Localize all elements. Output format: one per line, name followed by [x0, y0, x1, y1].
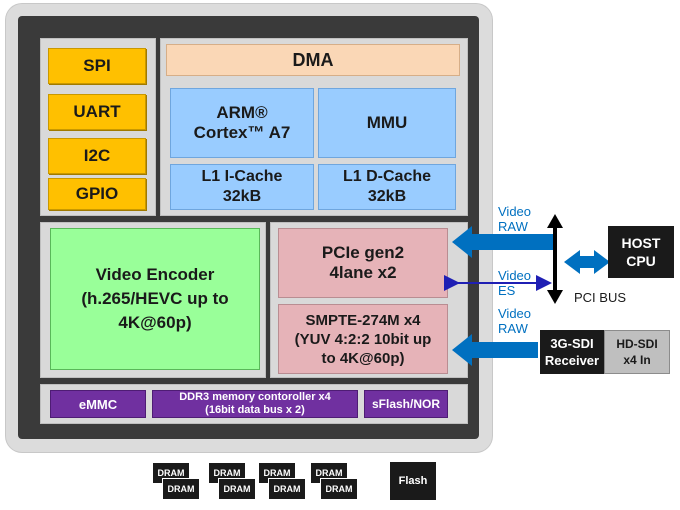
- dcache-line2: 32kB: [367, 188, 407, 205]
- cpu-line1: ARM®: [216, 103, 268, 122]
- gpio-block: GPIO: [48, 178, 146, 210]
- video-raw-bottom-line2: RAW: [498, 321, 528, 336]
- dram-chip: DRAM: [218, 478, 256, 500]
- encoder-line3: 4K@60p): [118, 313, 192, 332]
- i2c-block: I2C: [48, 138, 146, 174]
- dram-chip: DRAM: [320, 478, 358, 500]
- video-raw-bottom-arrow: [452, 334, 538, 366]
- mmu-block: MMU: [318, 88, 456, 158]
- icache-line1: L1 I-Cache: [201, 168, 283, 185]
- smpte-line2: (YUV 4:2:2 10bit up: [294, 330, 432, 348]
- dram-chip: DRAM: [162, 478, 200, 500]
- encoder-line2: (h.265/HEVC up to: [81, 289, 229, 308]
- video-es-line1: Video: [498, 268, 532, 283]
- cpu-block: ARM® Cortex™ A7: [170, 88, 314, 158]
- smpte-block: SMPTE-274M x4 (YUV 4:2:2 10bit up to 4K@…: [278, 304, 448, 374]
- host-cpu-line2: CPU: [626, 253, 656, 269]
- pci-bus-bottom-head: [547, 290, 563, 304]
- ddr-controller-block: DDR3 memory contoroller x4 (16bit data b…: [152, 390, 358, 418]
- flash-chip: Flash: [390, 462, 436, 500]
- video-raw-top-arrow: [452, 226, 556, 258]
- video-es-label: Video ES: [498, 268, 531, 298]
- hdsdi-input-block: HD-SDI x4 In: [604, 330, 670, 374]
- video-es-line2: ES: [498, 283, 516, 298]
- sflash-block: sFlash/NOR: [364, 390, 448, 418]
- icache-block: L1 I-Cache 32kB: [170, 164, 314, 210]
- pcie-line1: PCIe gen2: [321, 243, 405, 262]
- icache-line2: 32kB: [222, 188, 262, 205]
- pci-bus-label: PCI BUS: [574, 290, 627, 305]
- ddr-line1: DDR3 memory contoroller x4: [179, 391, 331, 403]
- smpte-line1: SMPTE-274M x4: [305, 311, 421, 329]
- emmc-block: eMMC: [50, 390, 146, 418]
- pci-bus-top-head: [547, 214, 563, 228]
- uart-block: UART: [48, 94, 146, 130]
- video-raw-top-label: Video RAW: [498, 204, 531, 234]
- video-raw-top-line1: Video: [498, 204, 532, 219]
- video-raw-bottom-line1: Video: [498, 306, 532, 321]
- sdi-receiver-line2: Receiver: [544, 353, 600, 368]
- sdi-receiver-line1: 3G-SDI: [550, 336, 594, 351]
- hdsdi-line1: HD-SDI: [616, 337, 658, 351]
- spi-block: SPI: [48, 48, 146, 84]
- host-cpu-block: HOST CPU: [608, 226, 674, 278]
- host-cpu-line1: HOST: [621, 235, 661, 251]
- dcache-line1: L1 D-Cache: [342, 168, 432, 185]
- dma-block: DMA: [166, 44, 460, 76]
- mmu-label: MMU: [366, 113, 408, 132]
- dram-chip: DRAM: [268, 478, 306, 500]
- pcie-block: PCIe gen2 4lane x2: [278, 228, 448, 298]
- ddr-line2: (16bit data bus x 2): [205, 404, 305, 416]
- video-raw-bottom-label: Video RAW: [498, 306, 531, 336]
- host-cpu-arrow: [564, 250, 610, 274]
- hdsdi-line2: x4 In: [623, 353, 651, 367]
- smpte-line3: to 4K@60p): [321, 349, 405, 367]
- sdi-receiver-block: 3G-SDI Receiver: [540, 330, 604, 374]
- video-raw-top-line2: RAW: [498, 219, 528, 234]
- cpu-line2: Cortex™ A7: [193, 123, 291, 142]
- video-encoder-block: Video Encoder (h.265/HEVC up to 4K@60p): [50, 228, 260, 370]
- dcache-block: L1 D-Cache 32kB: [318, 164, 456, 210]
- encoder-line1: Video Encoder: [95, 265, 215, 284]
- pcie-line2: 4lane x2: [329, 263, 397, 282]
